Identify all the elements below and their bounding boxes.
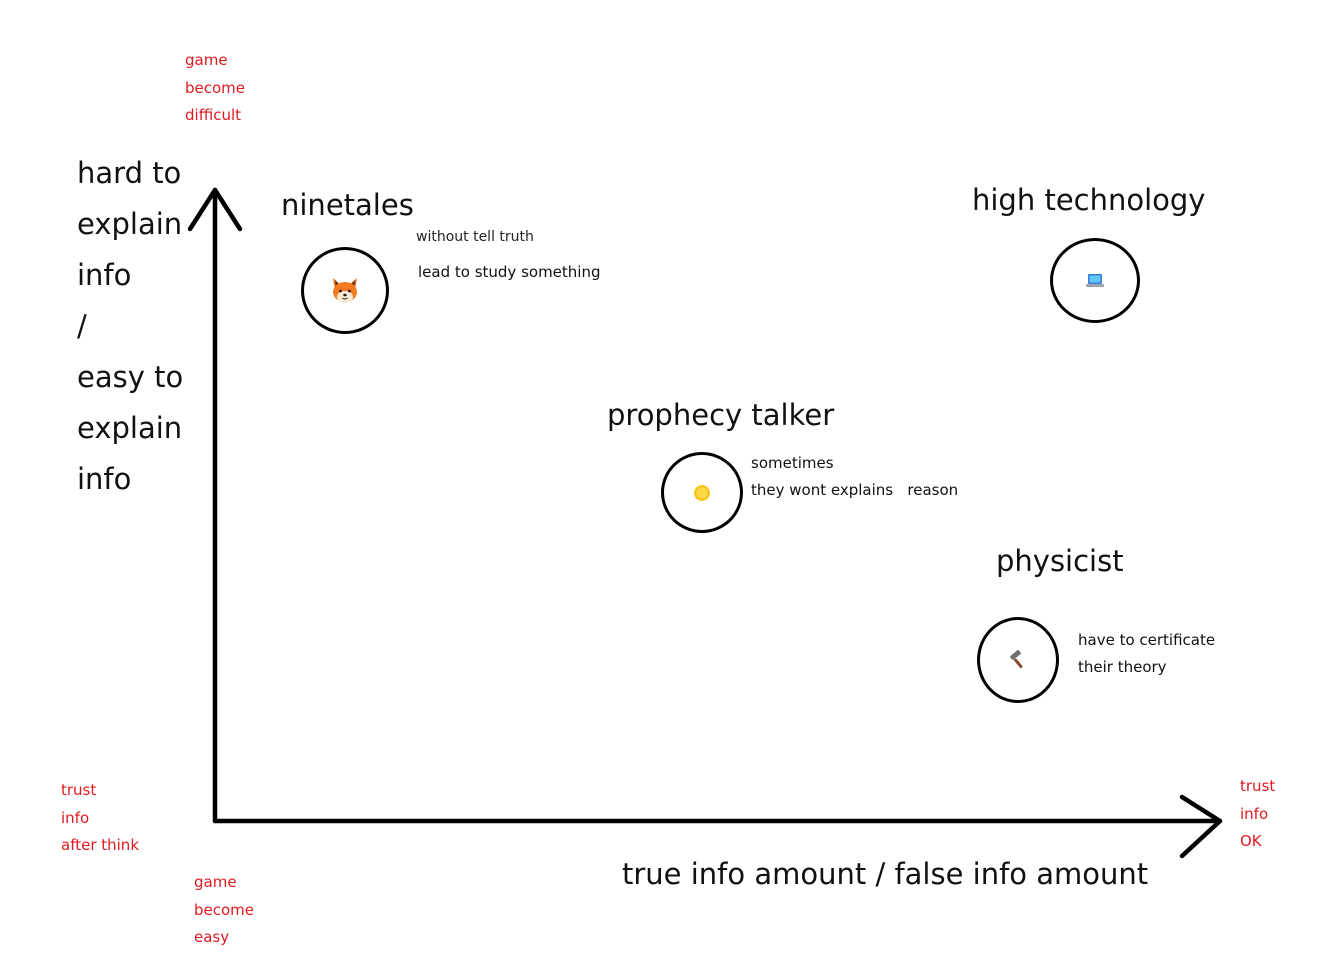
x-axis-label: true info amount / false info amount	[622, 857, 1149, 891]
high-technology-node	[1050, 238, 1140, 323]
ninetales-note-1: without tell truth	[416, 229, 534, 245]
annotation-line: become	[194, 900, 255, 919]
prophecy-talker-notes: sometimes they wont explains reason	[751, 450, 958, 504]
y-axis-label-line: info	[77, 462, 132, 496]
hammer-icon	[1010, 649, 1023, 669]
ninetales-node	[301, 247, 389, 334]
physicist-notes: have to certificate their theory	[1078, 627, 1215, 681]
right-annotation: trust info OK	[1240, 773, 1275, 856]
y-axis-label-line: easy to	[77, 360, 184, 394]
annotation-line: game	[185, 51, 228, 69]
y-axis-label-line: explain	[77, 411, 183, 445]
ninetales-note-2: lead to study something	[418, 263, 601, 281]
y-axis-label-line: info	[77, 258, 132, 292]
annotation-line: easy	[194, 928, 230, 946]
fox-face-icon	[333, 277, 357, 303]
annotation-line: become	[185, 78, 246, 97]
annotation-line: game	[194, 873, 237, 891]
prophecy-talker-note: sometimes	[751, 454, 834, 472]
prophecy-talker-node	[661, 452, 743, 533]
annotation-line: trust	[1240, 777, 1276, 795]
physicist-note: have to certificate	[1078, 631, 1216, 649]
bottom-left-annotation: trust info after think	[61, 777, 139, 860]
coin-icon	[694, 484, 710, 501]
y-axis-label-line: hard to	[77, 156, 182, 190]
annotation-line: OK	[1240, 832, 1262, 850]
physicist-note: their theory	[1078, 658, 1167, 676]
annotation-line: info	[1240, 804, 1269, 823]
physicist-title: physicist	[996, 544, 1124, 578]
y-axis-arrowhead	[187, 187, 243, 232]
annotation-line: after think	[61, 836, 140, 854]
top-left-annotation: game become difficult	[185, 47, 245, 130]
y-axis-label-line: explain	[77, 207, 183, 241]
annotation-line: trust	[61, 781, 97, 799]
y-axis-label-line: /	[77, 309, 87, 343]
prophecy-talker-title: prophecy talker	[607, 398, 835, 432]
laptop-icon	[1086, 273, 1104, 287]
annotation-line: difficult	[185, 106, 241, 124]
prophecy-talker-note: they wont explains reason	[751, 481, 959, 499]
high-technology-title: high technology	[972, 183, 1206, 217]
physicist-node	[977, 617, 1059, 703]
y-axis-label: hard to explain info / easy to explain i…	[77, 148, 183, 505]
ninetales-title: ninetales	[281, 188, 414, 222]
annotation-line: info	[61, 808, 90, 827]
x-axis-arrowhead	[1179, 794, 1223, 859]
bottom-annotation: game become easy	[194, 869, 254, 952]
